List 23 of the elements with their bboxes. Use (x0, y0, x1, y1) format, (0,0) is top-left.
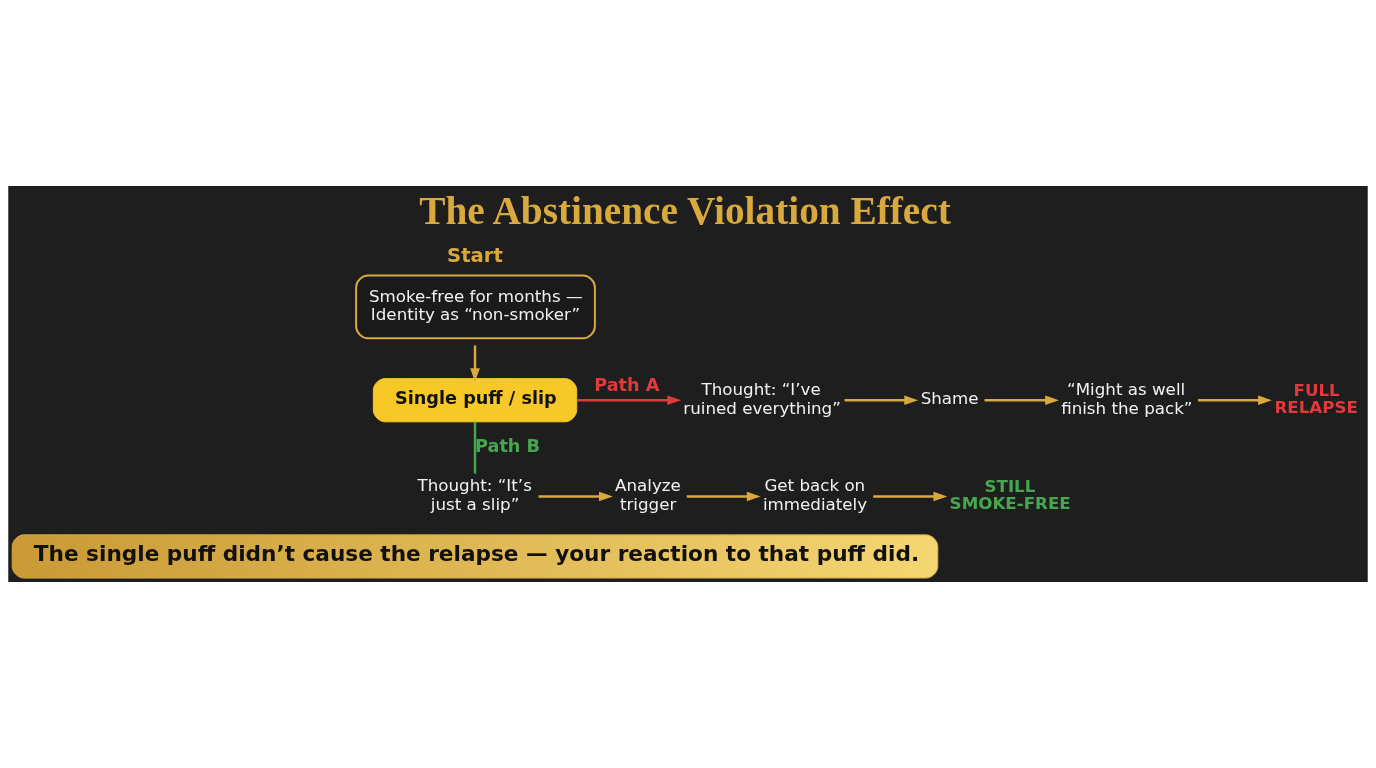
arrow (844, 395, 919, 406)
arrow (577, 395, 682, 406)
node-text: Get back on immediately (762, 475, 868, 514)
arrow (873, 491, 948, 502)
edge-label: Path B (475, 435, 541, 456)
node-text: FULL RELAPSE (1274, 379, 1358, 417)
node-text: Thought: “It’s just a slip” (417, 475, 532, 514)
node-text: Thought: “I’ve ruined everything” (683, 378, 841, 418)
arrow (1198, 395, 1272, 406)
arrow (538, 491, 613, 502)
node-text: STILL SMOKE-FREE (949, 476, 1071, 513)
arrow (686, 491, 761, 502)
connector (473, 422, 477, 474)
node-text: “Might as well finish the pack” (1061, 378, 1193, 418)
arrow (470, 345, 480, 383)
node-box: Single puff / slip (372, 378, 578, 423)
edge-label: Path A (594, 374, 660, 395)
arrow (984, 395, 1059, 406)
node-text: Shame (920, 388, 979, 409)
node-text: Analyze trigger (615, 475, 681, 514)
node-label: Start (447, 243, 503, 267)
node-box: The single puff didn’t cause the relapse — your reaction to that puff did. (11, 534, 939, 579)
diagram-title: The Abstinence Violation Effect (419, 189, 951, 234)
